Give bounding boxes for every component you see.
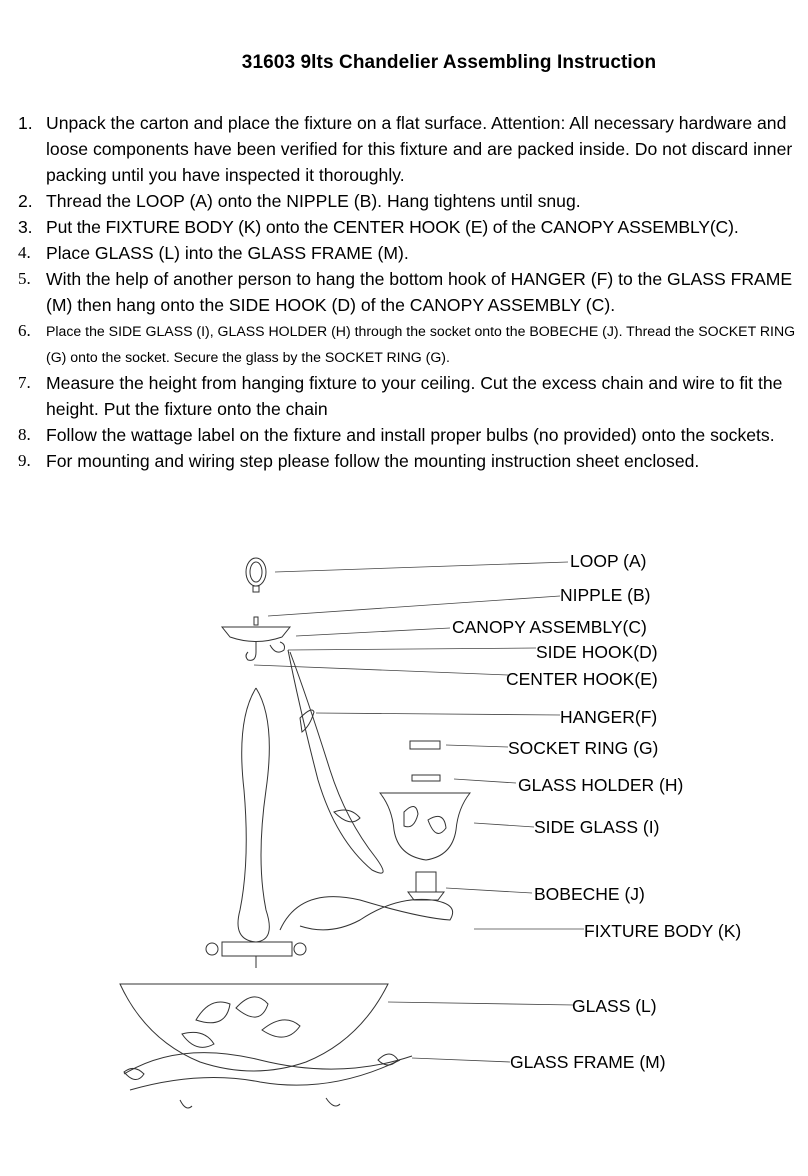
label-bobeche: BOBECHE (J) bbox=[534, 884, 645, 904]
label-glass-holder: GLASS HOLDER (H) bbox=[518, 775, 684, 795]
frame-hook bbox=[325, 1097, 341, 1107]
label-center-hook: CENTER HOOK(E) bbox=[506, 669, 658, 689]
step-number: 1. bbox=[18, 113, 33, 133]
fixture-body-hub bbox=[221, 941, 293, 957]
step-7: 7. Measure the height from hanging fixtur… bbox=[18, 370, 800, 422]
step-4: 4. Place GLASS (L) into the GLASS FRAME (… bbox=[18, 240, 800, 266]
glass-bowl bbox=[119, 983, 389, 1072]
leader-line bbox=[411, 1057, 511, 1063]
side-glass bbox=[378, 792, 472, 861]
step-1: 1. Unpack the carton and place the fixtur… bbox=[18, 110, 800, 188]
bobeche bbox=[407, 891, 445, 901]
side-hook bbox=[269, 641, 285, 653]
step-text: Thread the LOOP (A) onto the NIPPLE (B).… bbox=[46, 191, 581, 211]
label-socket-ring: SOCKET RING (G) bbox=[508, 738, 659, 758]
step-8: 8. Follow the wattage label on the fixtur… bbox=[18, 422, 800, 448]
label-fixture-body: FIXTURE BODY (K) bbox=[584, 921, 742, 941]
center-hook bbox=[245, 642, 257, 661]
label-glass: GLASS (L) bbox=[572, 996, 657, 1016]
nipple bbox=[253, 616, 259, 626]
bowl-leaf bbox=[195, 1001, 231, 1024]
chandelier-diagram: LOOP (A) NIPPLE (B) CANOPY ASSEMBLY(C) S… bbox=[0, 530, 808, 1171]
leader-line bbox=[315, 712, 561, 716]
leader-line bbox=[267, 595, 561, 617]
label-glass-frame: GLASS FRAME (M) bbox=[510, 1052, 666, 1072]
step-3: 3. Put the FIXTURE BODY (K) onto the CENT… bbox=[18, 214, 800, 240]
step-text: Put the FIXTURE BODY (K) onto the CENTER… bbox=[46, 217, 739, 237]
canopy bbox=[220, 626, 292, 642]
fixture-body-stem bbox=[237, 687, 257, 943]
glass-frame bbox=[129, 1059, 401, 1091]
step-text: Follow the wattage label on the fixture … bbox=[46, 425, 775, 445]
frame-hook bbox=[179, 1099, 193, 1109]
fixture-arm bbox=[279, 896, 454, 931]
glass-leaf bbox=[427, 815, 447, 834]
leader-line bbox=[445, 887, 533, 894]
hanger bbox=[287, 649, 384, 874]
loop-neck bbox=[252, 585, 260, 593]
leader-line bbox=[287, 647, 537, 651]
step-6: 6. Place the SIDE GLASS (I), GLASS HOLDER… bbox=[18, 318, 800, 370]
label-nipple: NIPPLE (B) bbox=[560, 585, 651, 605]
fixture-body-stem bbox=[255, 687, 270, 943]
label-loop: LOOP (A) bbox=[570, 551, 647, 571]
glass-leaf bbox=[403, 806, 419, 828]
step-number: 6. bbox=[18, 321, 31, 340]
label-canopy-assembly: CANOPY ASSEMBLY(C) bbox=[452, 617, 647, 637]
label-side-hook: SIDE HOOK(D) bbox=[536, 642, 658, 662]
frame-leaf bbox=[377, 1053, 399, 1066]
steps-list: 1. Unpack the carton and place the fixtur… bbox=[18, 110, 800, 474]
glass-frame bbox=[123, 1052, 413, 1075]
leader-line bbox=[295, 627, 451, 637]
loop-ring-inner bbox=[249, 561, 263, 583]
step-text: Place the SIDE GLASS (I), GLASS HOLDER (… bbox=[46, 323, 796, 365]
step-number: 5. bbox=[18, 269, 31, 288]
step-2: 2. Thread the LOOP (A) onto the NIPPLE (B… bbox=[18, 188, 800, 214]
step-5: 5. With the help of another person to han… bbox=[18, 266, 800, 318]
label-side-glass: SIDE GLASS (I) bbox=[534, 817, 660, 837]
page-title: 31603 9lts Chandelier Assembling Instruc… bbox=[241, 52, 657, 73]
label-hanger: HANGER(F) bbox=[560, 707, 658, 727]
step-text: With the help of another person to hang … bbox=[46, 269, 793, 315]
frame-leaf bbox=[123, 1068, 145, 1080]
bobeche-socket bbox=[415, 871, 437, 893]
step-text: For mounting and wiring step please foll… bbox=[46, 451, 700, 471]
leader-line bbox=[387, 1001, 575, 1006]
leader-line bbox=[453, 778, 517, 784]
step-number: 2. bbox=[18, 191, 33, 211]
bowl-leaf bbox=[181, 1031, 215, 1048]
chandelier-drawing bbox=[119, 557, 584, 1109]
bowl-leaf bbox=[235, 996, 269, 1018]
step-text: Unpack the carton and place the fixture … bbox=[46, 113, 793, 185]
fixture-knob bbox=[205, 942, 219, 956]
step-text: Measure the height from hanging fixture … bbox=[46, 373, 783, 419]
leader-line bbox=[445, 744, 509, 748]
glass-holder bbox=[411, 774, 441, 782]
step-number: 7. bbox=[18, 373, 31, 392]
step-number: 9. bbox=[18, 451, 31, 470]
fixture-knob bbox=[293, 942, 307, 956]
step-text: Place GLASS (L) into the GLASS FRAME (M)… bbox=[46, 243, 409, 263]
step-number: 3. bbox=[18, 217, 33, 237]
hanger-leaf bbox=[299, 709, 315, 733]
step-9: 9. For mounting and wiring step please fo… bbox=[18, 448, 800, 474]
leader-line bbox=[274, 561, 569, 573]
socket-ring bbox=[409, 740, 441, 750]
bowl-leaf bbox=[261, 1019, 301, 1038]
leader-line bbox=[253, 664, 509, 676]
step-number: 4. bbox=[18, 243, 31, 262]
step-number: 8. bbox=[18, 425, 31, 444]
hanger-leaf bbox=[333, 809, 361, 823]
leader-line bbox=[473, 822, 535, 828]
